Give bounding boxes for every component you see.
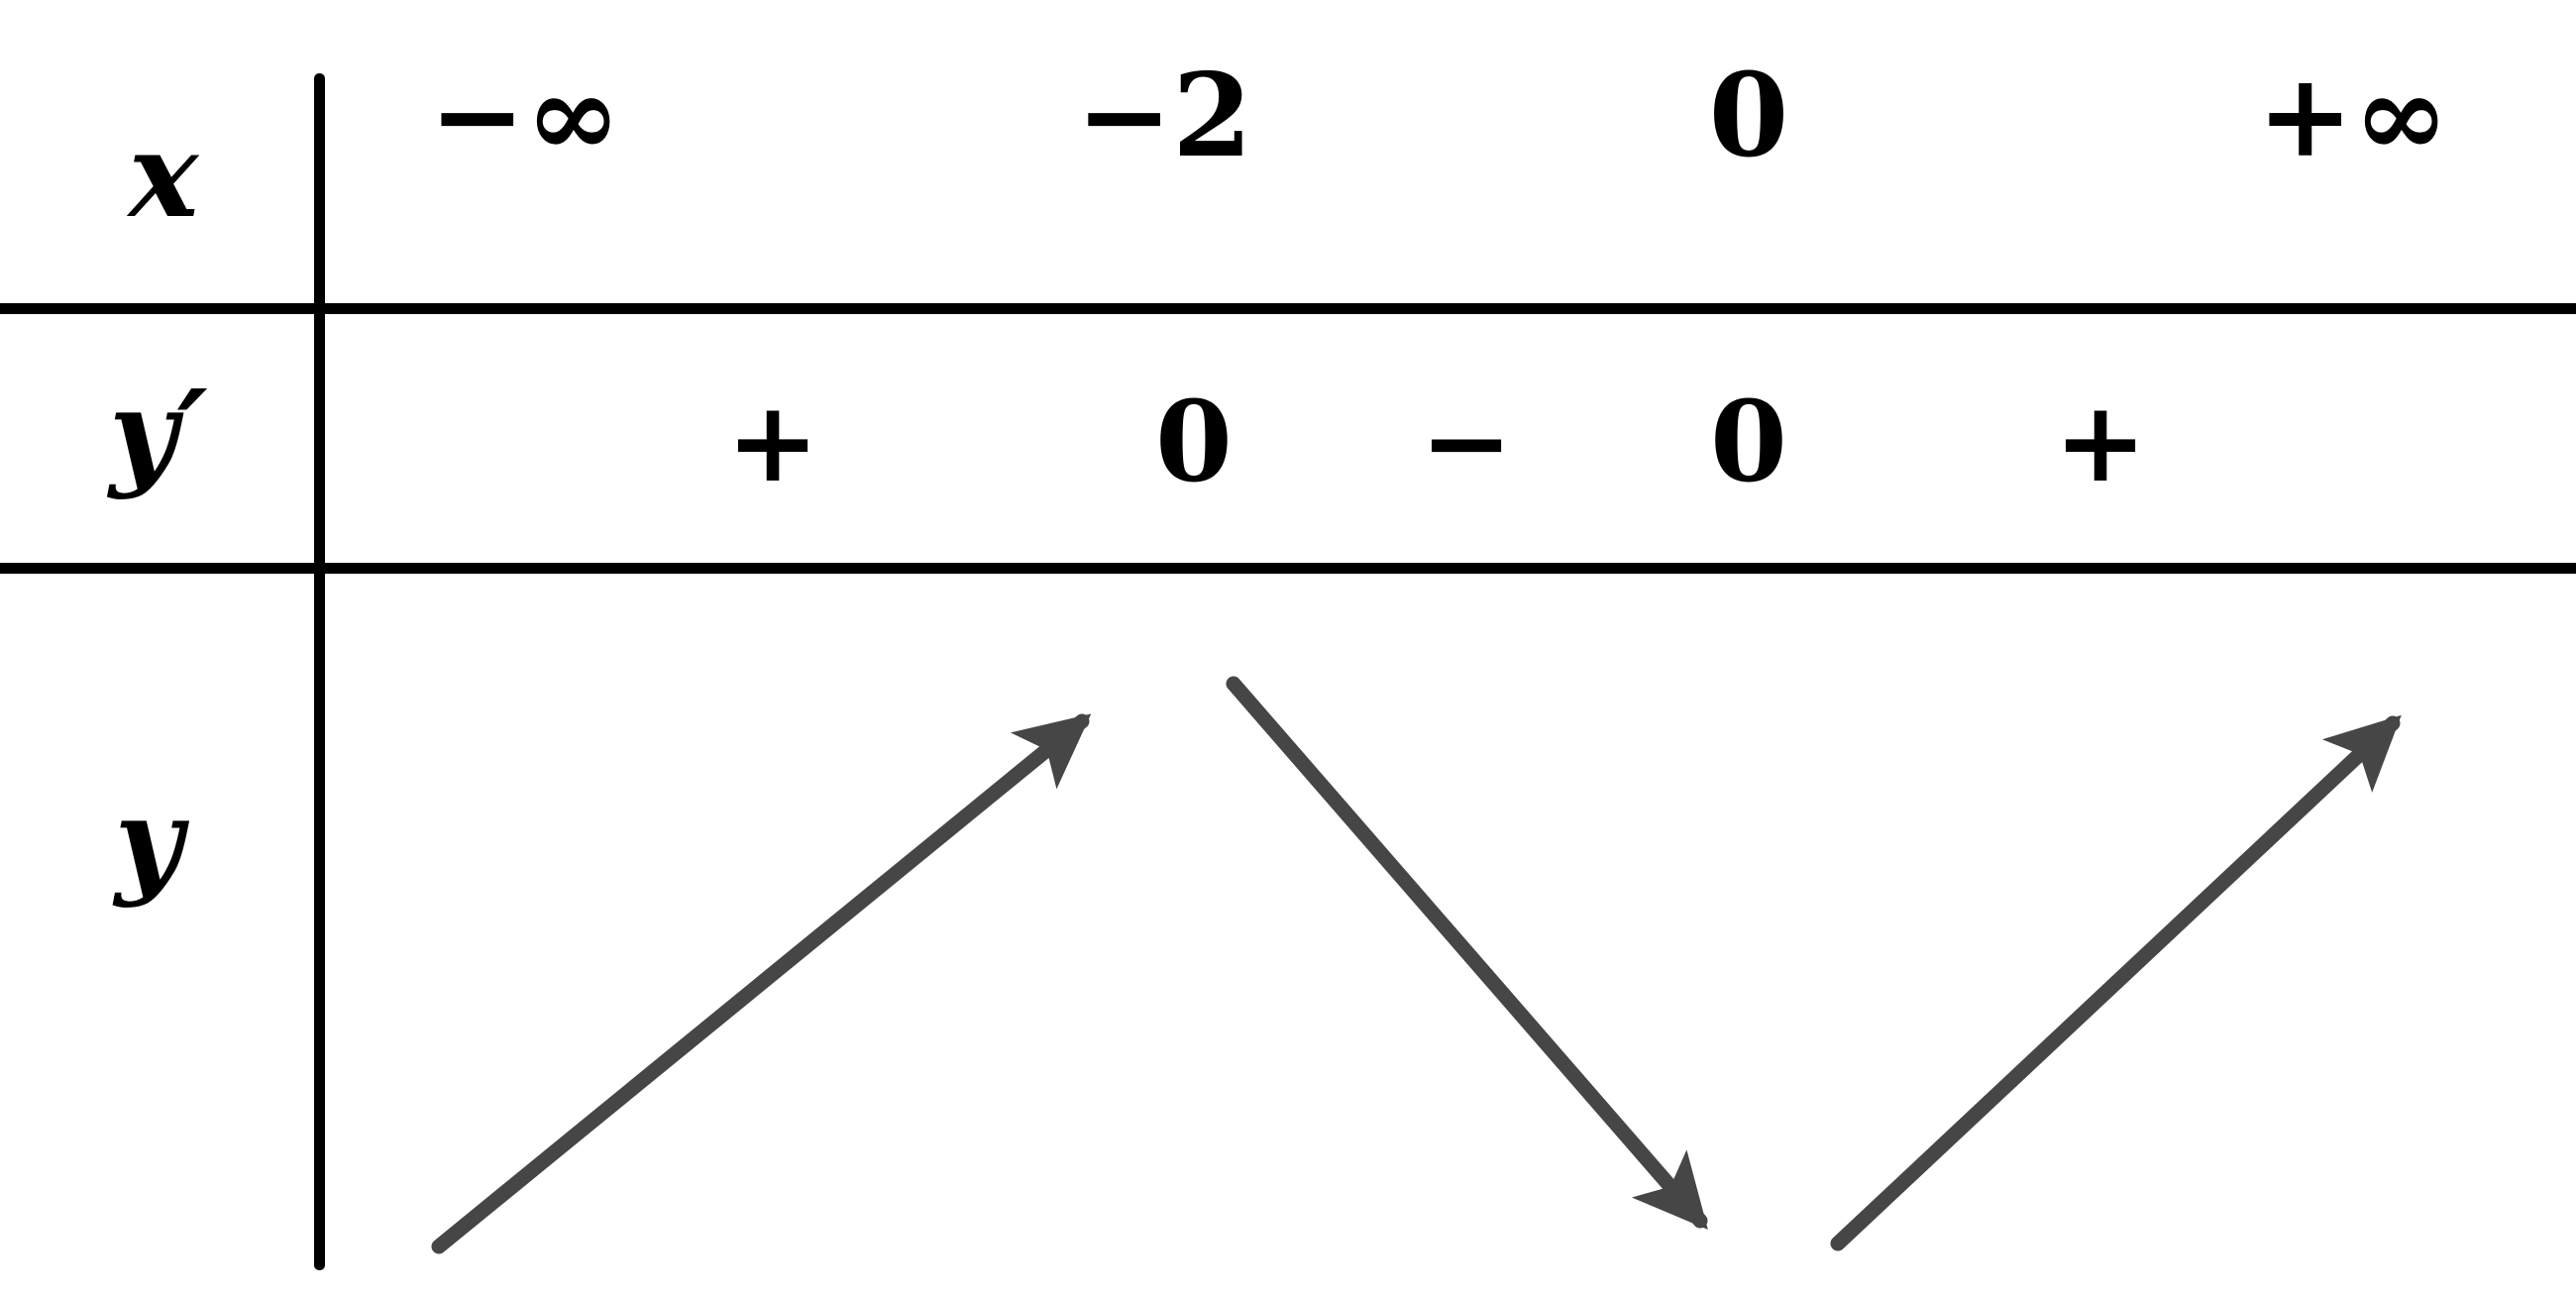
yprime-sign-minus: − [1420,378,1513,507]
yprime-zero-at-zero: 0 [1710,378,1787,507]
variation-arrow-increasing-first [431,713,1092,1254]
x-value-zero: 0 [1708,49,1789,183]
row-separator-line-yprime-y [0,563,2576,574]
column-separator-line [314,73,325,1270]
x-value-minus-two: −2 [1076,49,1252,183]
yprime-sign-plus-first: + [726,378,819,507]
row-separator-line-x-yprime [0,303,2576,314]
row-label-y-prime: y′ [109,364,208,501]
yprime-sign-plus-second: + [2054,378,2147,507]
yprime-zero-at-minus-two: 0 [1155,378,1233,507]
x-value-minus-infinity: −∞ [429,49,621,183]
x-value-plus-infinity: +∞ [2257,49,2449,183]
row-label-x: x [128,106,199,244]
row-label-y: y [114,772,183,910]
variation-arrow-increasing-second [1830,714,2402,1251]
variation-arrow-decreasing [1226,676,1708,1231]
